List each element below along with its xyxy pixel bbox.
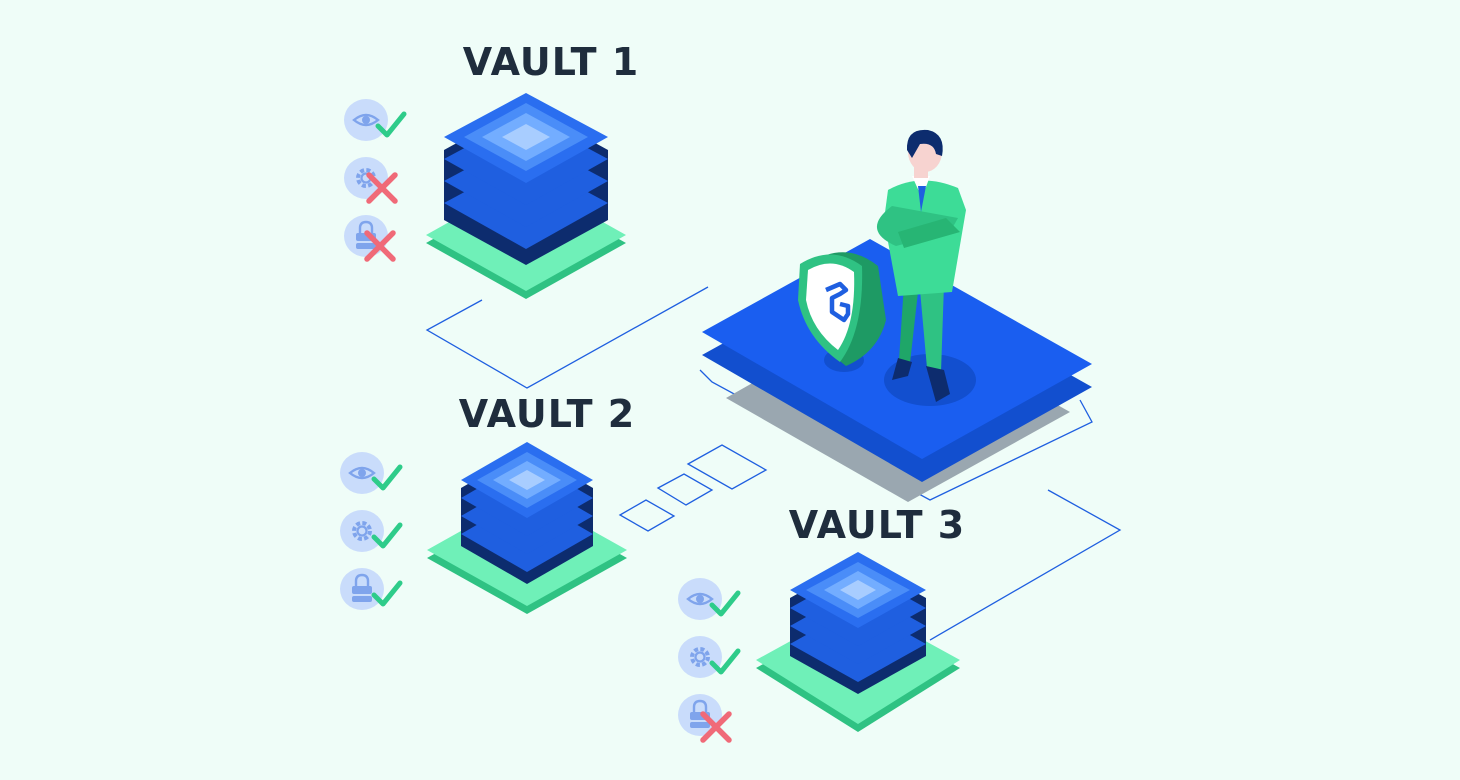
vault-1-permissions [344, 99, 404, 259]
security-officer-figure [876, 129, 966, 402]
vault-2-lock-permission [340, 568, 400, 610]
vault-1-title: VAULT 1 [463, 40, 639, 84]
vault-3-lock-permission [678, 694, 729, 740]
vault-3-view-permission [678, 578, 738, 620]
connector-vault-3 [929, 489, 1122, 641]
vault-2-view-permission [340, 452, 400, 494]
vault-3-permissions [678, 578, 738, 740]
connector-lines [425, 286, 1122, 641]
connector-vault-2 [618, 444, 768, 532]
vault-2-permissions [340, 452, 400, 610]
vault-1-view-permission [344, 99, 404, 141]
vault-3-settings-permission [678, 636, 738, 678]
connector-platform-outline [699, 369, 1093, 501]
vault-1-settings-permission [344, 157, 395, 201]
vault-3: VAULT 3 [678, 503, 965, 740]
vault-2: VAULT 2 [340, 392, 635, 614]
connector-vault-1 [425, 286, 709, 389]
vault-3-title: VAULT 3 [789, 503, 965, 547]
vault-2-server [427, 442, 627, 614]
vault-1-server [426, 93, 626, 299]
vault-2-settings-permission [340, 510, 400, 552]
vault-2-title: VAULT 2 [459, 392, 635, 436]
shield-logo-icon [798, 252, 886, 366]
vault-1-lock-permission [344, 215, 393, 259]
vault-3-server [756, 552, 960, 732]
vault-1: VAULT 1 [344, 40, 639, 299]
